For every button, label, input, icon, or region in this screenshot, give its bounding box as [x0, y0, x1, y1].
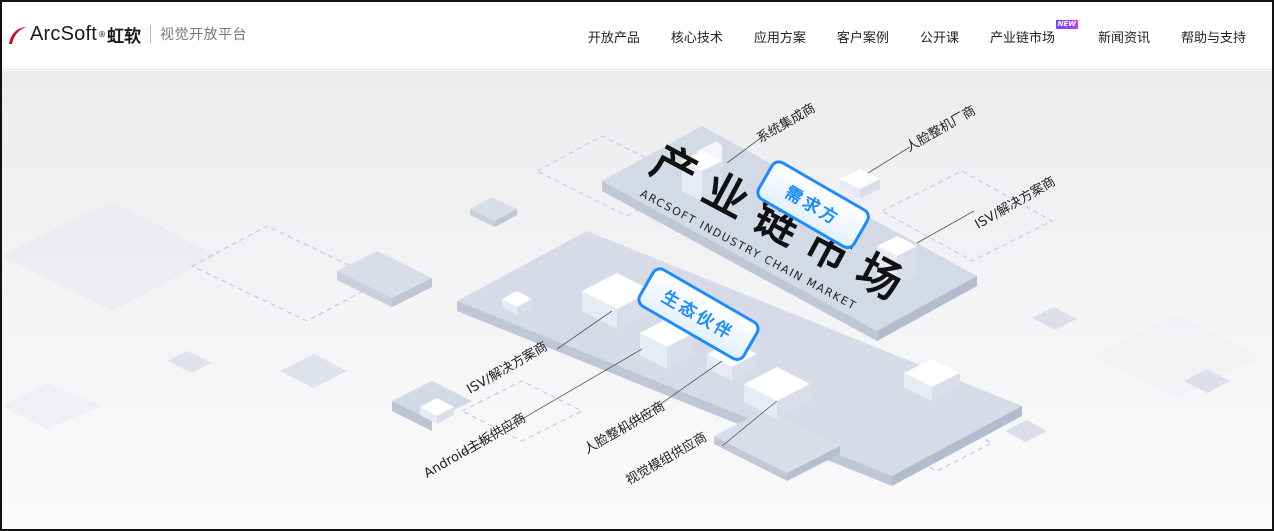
nav-item-open-products[interactable]: 开放产品 [587, 30, 640, 46]
logo-registered-mark: ® [97, 29, 106, 39]
platform-subtitle: 视觉开放平台 [159, 27, 247, 43]
isometric-illustration: 系统集成商 人脸整机厂商 ISV/解决方案商 ISV/解决方案商 Android… [2, 100, 1262, 488]
arcsoft-logo[interactable]: ArcSoft®虹软 视觉开放平台 [8, 14, 247, 54]
floating-tiles [167, 197, 1230, 442]
nav-item-open-course[interactable]: 公开课 [919, 30, 959, 46]
new-badge: NEW [1055, 19, 1078, 29]
label-isv-demand: ISV/解决方案商 [972, 173, 1058, 232]
nav-item-solutions[interactable]: 应用方案 [753, 30, 806, 46]
nav-item-news[interactable]: 新闻资讯 [1097, 30, 1150, 46]
logo-swoosh-icon [9, 27, 27, 44]
label-vision-module: 视觉模组供应商 [623, 429, 710, 488]
nav-item-industry-chain-label: 产业链市场 [989, 30, 1055, 46]
logo-divider [149, 25, 151, 43]
top-header: ArcSoft®虹软 视觉开放平台 开放产品 核心技术 应用方案 客户案例 公开… [2, 2, 1272, 70]
nav-item-cases[interactable]: 客户案例 [836, 30, 889, 46]
label-system-integrator: 系统集成商 [754, 100, 818, 146]
nav-item-help[interactable]: 帮助与支持 [1180, 30, 1246, 46]
logo-chinese-name: 虹软 [106, 26, 141, 47]
logo-text: ArcSoft [30, 22, 97, 45]
hero-banner[interactable]: 系统集成商 人脸整机厂商 ISV/解决方案商 ISV/解决方案商 Android… [2, 71, 1272, 529]
nav-item-core-tech[interactable]: 核心技术 [670, 30, 723, 46]
label-face-device-supplier: 人脸整机供应商 [581, 398, 668, 457]
connector-lines [461, 136, 975, 455]
cubes [420, 141, 960, 424]
label-face-device-maker: 人脸整机厂商 [904, 103, 979, 155]
